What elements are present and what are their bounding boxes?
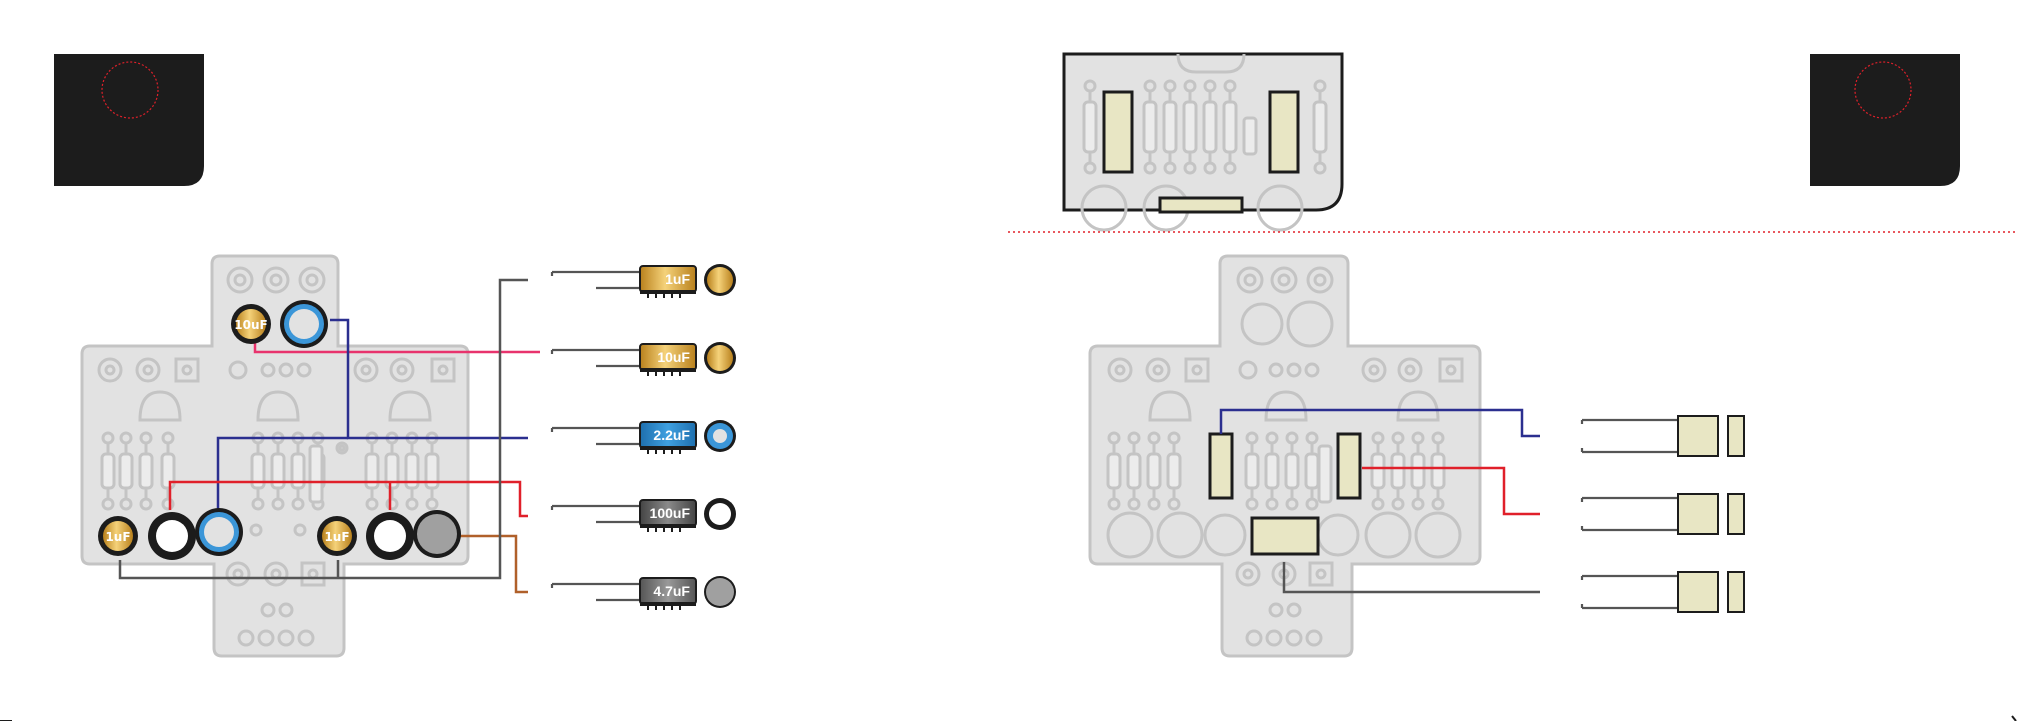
legend-capacitor-label: 10uF — [657, 349, 690, 365]
legend-film-cap-2 — [1582, 494, 1744, 534]
legend-capacitor-2: 10uF — [552, 342, 736, 376]
board-cap-bm-grey — [413, 510, 461, 558]
legend-capacitor-5: 4.7uF — [552, 576, 736, 610]
board-film-cap-2 — [1338, 434, 1360, 498]
board-cap-top-blue — [280, 300, 328, 348]
svg-text:1uF: 1uF — [105, 530, 130, 544]
capacitor-legend: 1uF 10uF 2.2uF 100uF 4.7uF — [552, 264, 736, 610]
board-film-cap-1 — [1210, 434, 1232, 498]
black-tab-right — [1810, 54, 1960, 186]
board-cap-bl-blue — [195, 508, 243, 556]
legend-capacitor-1: 1uF — [552, 264, 736, 298]
legend-capacitor-label: 4.7uF — [653, 583, 690, 599]
board-cap-top-gold: 10uF — [231, 304, 271, 344]
legend-film-cap-1 — [1582, 416, 1744, 456]
legend-capacitor-4: 100uF — [552, 498, 736, 532]
legend-capacitor-label: 2.2uF — [653, 427, 690, 443]
legend-film-cap-3 — [1582, 572, 1744, 612]
black-tab-left — [54, 54, 204, 186]
board-cap-bl-black — [148, 512, 196, 560]
legend-capacitor-3: 2.2uF — [552, 420, 736, 454]
legend-capacitor-label: 100uF — [650, 505, 691, 521]
wire-4.7uf — [460, 536, 528, 592]
left-pcb — [82, 256, 468, 656]
board-cap-bm-black — [366, 512, 414, 560]
right-pcb — [1090, 256, 1480, 656]
inset-zoom — [1064, 54, 1342, 230]
svg-text:1uF: 1uF — [324, 530, 349, 544]
film-cap-legend — [1582, 416, 1744, 612]
board-cap-bm-gold: 1uF — [317, 516, 357, 556]
svg-text:10uF: 10uF — [234, 318, 267, 332]
board-cap-bl-gold: 1uF — [98, 516, 138, 556]
board-film-cap-3 — [1252, 518, 1318, 554]
legend-capacitor-label: 1uF — [665, 271, 690, 287]
